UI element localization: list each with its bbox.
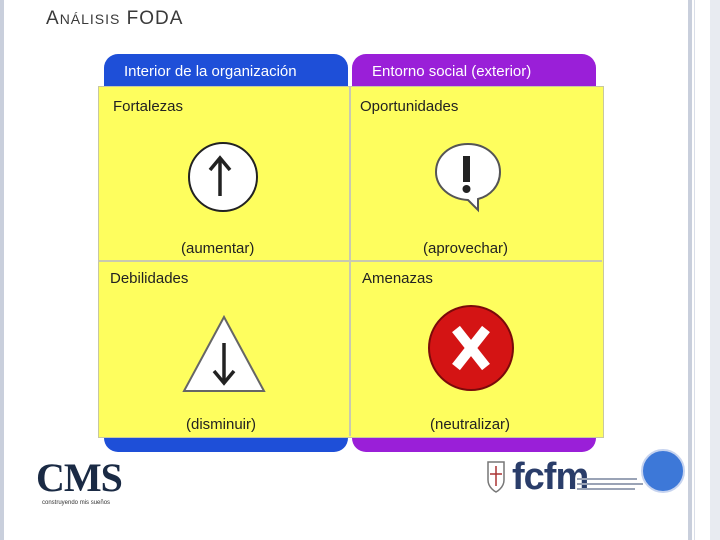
- fcfm-logo: fcfm: [512, 456, 589, 498]
- right-border-band: [710, 0, 720, 540]
- down-arrow-triangle-icon: [180, 313, 268, 400]
- quadrant-title-oportunidades: Oportunidades: [360, 98, 459, 115]
- right-border-rule-inner: [694, 0, 695, 540]
- slide-title-word2: FODA: [126, 8, 184, 29]
- quadrant-caption-amenazas: (neutralizar): [430, 416, 511, 433]
- swot-grid: [98, 86, 604, 438]
- fcfm-fine-print: [577, 478, 645, 498]
- grid-horizontal-divider: [98, 260, 602, 262]
- header-interior: Interior de la organización: [124, 63, 297, 80]
- header-exterior: Entorno social (exterior): [372, 63, 532, 80]
- up-arrow-circle-icon: [188, 142, 258, 212]
- exclamation-bubble-icon: [432, 138, 508, 219]
- slide-title: ANÁLISIS FODA: [46, 8, 183, 30]
- slide-title-initial: A: [46, 8, 60, 29]
- university-crest-icon: [484, 456, 508, 496]
- slide-decoration-dot: [641, 449, 685, 493]
- quadrant-caption-debilidades: (disminuir): [186, 416, 257, 433]
- x-circle-icon: [428, 305, 514, 391]
- left-border-rule: [0, 0, 4, 540]
- cms-logo: CMS: [36, 455, 123, 500]
- quadrant-title-debilidades: Debilidades: [110, 270, 189, 287]
- quadrant-title-amenazas: Amenazas: [362, 270, 433, 287]
- quadrant-caption-oportunidades: (aprovechar): [423, 240, 509, 257]
- slide-title-rest: NÁLISIS: [59, 11, 121, 27]
- cms-tagline: construyendo mis sueños: [42, 500, 111, 506]
- quadrant-title-fortalezas: Fortalezas: [113, 98, 184, 115]
- quadrant-caption-fortalezas: (aumentar): [181, 240, 255, 257]
- right-border-rule: [688, 0, 692, 540]
